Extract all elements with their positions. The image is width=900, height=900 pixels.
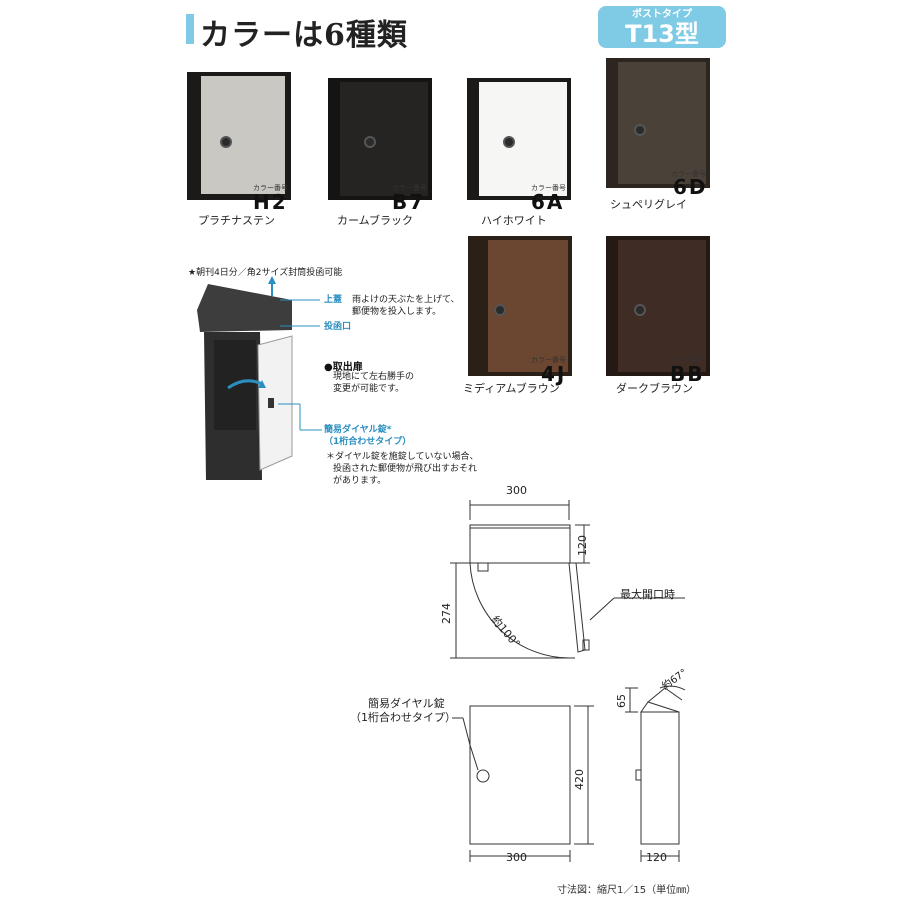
dim-front-width: 300: [506, 851, 527, 864]
color-code-label: カラー番号: [671, 170, 706, 178]
dim-side-depth: 120: [646, 851, 667, 864]
color-code-label: カラー番号: [531, 184, 566, 192]
color-code-h2: H2: [253, 190, 288, 214]
color-code-label: カラー番号: [531, 356, 566, 364]
color-code-6d: 6D: [673, 175, 708, 199]
color-name-bb: ダークブラウン: [616, 382, 693, 395]
lid-text: 雨よけの天ぶたを上げて、: [352, 295, 460, 305]
slot-label: 投函口: [324, 322, 352, 332]
side-view-drawing: [625, 685, 686, 862]
lock-icon: [503, 136, 515, 148]
door-label: ●取出扉: [324, 362, 363, 373]
color-name-6d: シュペリグレイ: [610, 198, 687, 211]
color-name-b7: カームブラック: [337, 214, 414, 227]
color-name-4j: ミディアムブラウン: [463, 382, 560, 395]
color-code-6a: 6A: [531, 190, 565, 214]
color-name-6a: ハイホワイト: [481, 214, 547, 227]
color-code-bb: BB: [670, 362, 705, 386]
color-swatch-6d: [606, 58, 710, 188]
lock-label-2: （1桁合わせタイプ）: [350, 711, 456, 724]
lid-text-2: 郵便物を投入します。: [352, 307, 442, 317]
color-code-label: カラー番号: [392, 184, 427, 192]
color-code-label: カラー番号: [668, 356, 703, 364]
color-swatch-bb: [606, 236, 710, 376]
scale-footer: 寸法図：縮尺1／15（単位㎜）: [557, 885, 697, 896]
color-code-b7: B7: [392, 190, 426, 214]
dim-top-width: 300: [506, 484, 527, 497]
dial-note-3: があります。: [333, 476, 387, 486]
lock-icon: [364, 136, 376, 148]
lock-icon: [634, 124, 646, 136]
door-text-2: 変更が可能です。: [333, 384, 405, 394]
color-code-4j: 4J: [541, 362, 567, 386]
color-code-label: カラー番号: [253, 184, 288, 192]
color-swatch-6a: [467, 78, 571, 200]
badge-model: T13型: [625, 20, 699, 48]
page-title: カラーは6種類: [200, 18, 408, 53]
dial-lock-label: 簡易ダイヤル錠*: [324, 425, 392, 435]
dial-note: ＊ダイヤル錠を施錠していない場合、: [326, 452, 479, 462]
front-view-drawing: [452, 705, 594, 862]
lid-label: 上蓋: [324, 295, 343, 305]
post-type-badge: ポストタイプ T13型: [598, 6, 726, 48]
door-text: 現地にて左右勝手の: [333, 372, 415, 382]
dial-lock-label-2: （1桁合わせタイプ）: [324, 437, 412, 447]
dim-top-depth: 120: [576, 535, 589, 556]
color-name-h2: プラチナステン: [198, 214, 275, 227]
dim-front-height: 420: [573, 769, 586, 790]
color-swatch-4j: [468, 236, 572, 376]
lock-icon: [220, 136, 232, 148]
feature-note: ★朝刊4日分／角2サイズ封筒投函可能: [188, 268, 343, 278]
top-view-drawing: [450, 500, 685, 659]
color-swatch-b7: [328, 78, 432, 200]
open-mailbox-illustration: [197, 276, 322, 480]
dim-open-height: 274: [440, 603, 453, 624]
lock-icon: [634, 304, 646, 316]
max-open-label: 最大開口時: [620, 588, 675, 601]
dim-side-lid: 65: [615, 694, 628, 708]
badge-subtitle: ポストタイプ: [632, 9, 692, 20]
title-accent-bar: [186, 14, 194, 44]
lock-icon: [494, 304, 506, 316]
color-swatch-h2: [187, 66, 291, 200]
dial-note-2: 投函された郵便物が飛び出すおそれ: [333, 464, 478, 474]
lock-label: 簡易ダイヤル錠: [368, 697, 445, 710]
